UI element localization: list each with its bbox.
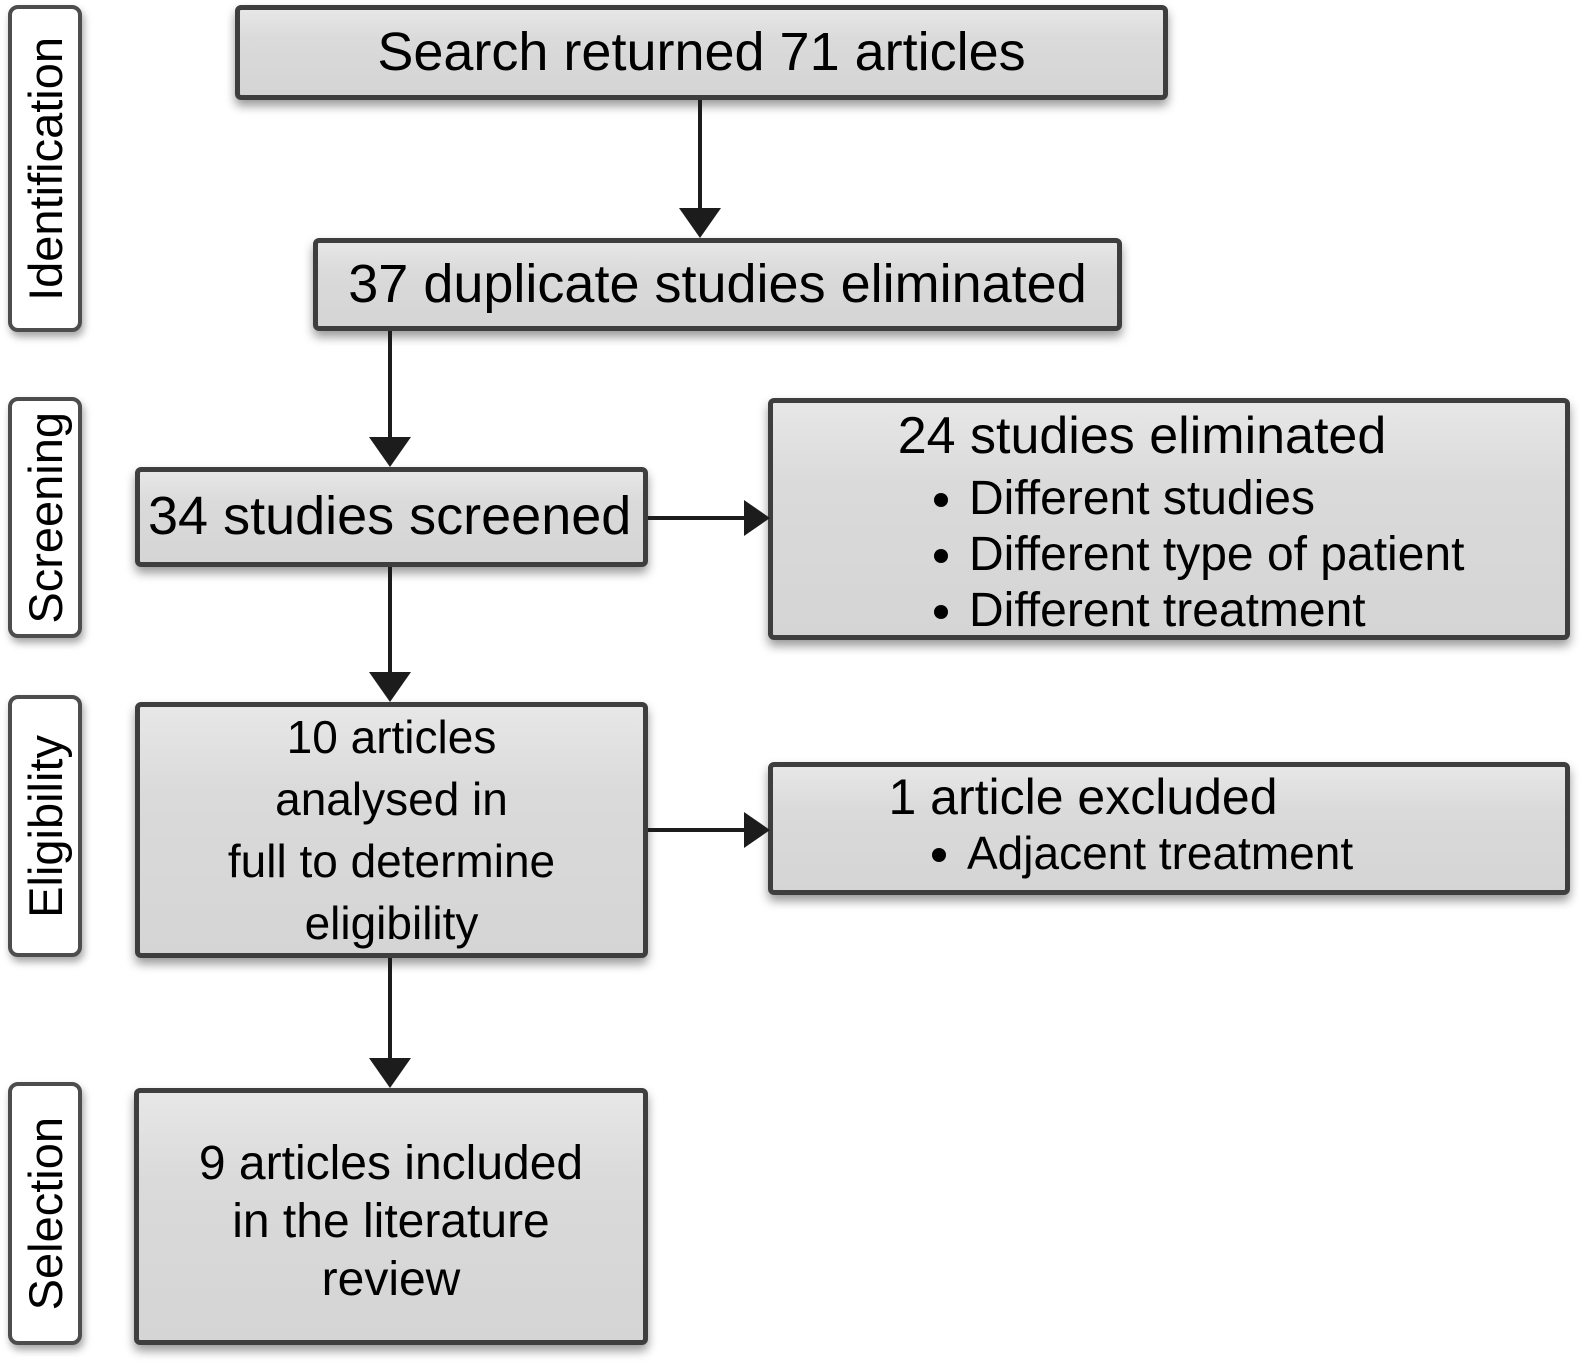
box-studies-screened: 34 studies screened: [135, 467, 648, 567]
arrow-right-icon: [744, 812, 770, 848]
box-articles-included-line: 9 articles included: [198, 1136, 584, 1190]
box-articles-included-line: review: [321, 1252, 461, 1306]
arrow-down-icon: [679, 208, 721, 238]
arrow-right-icon: [744, 500, 770, 536]
stage-label-selection-text: Selection: [18, 1116, 72, 1311]
box-duplicates-eliminated-text: 37 duplicate studies eliminated: [348, 253, 1087, 314]
stage-label-eligibility-text: Eligibility: [18, 734, 72, 918]
box-articles-analysed-line: full to determine: [227, 835, 556, 887]
arrow-duplicates-to-screened-line: [388, 331, 392, 439]
box-articles-included-line: in the literature: [232, 1194, 550, 1248]
box-duplicates-eliminated: 37 duplicate studies eliminated: [313, 238, 1122, 331]
box-search-returned-text: Search returned 71 articles: [377, 21, 1026, 82]
box-studies-eliminated: 24 studies eliminated Different studies …: [768, 398, 1570, 640]
arrow-down-icon: [369, 672, 411, 702]
bullet-item: Adjacent treatment: [967, 825, 1565, 881]
arrow-analysed-to-excluded-line: [648, 828, 746, 832]
stage-label-identification-text: Identification: [18, 36, 72, 301]
bullet-item: Different treatment: [969, 583, 1565, 639]
stage-label-screening: Screening: [8, 397, 82, 638]
stage-label-screening-text: Screening: [18, 411, 72, 624]
box-articles-analysed-line: eligibility: [304, 897, 479, 949]
box-search-returned: Search returned 71 articles: [235, 5, 1168, 100]
arrow-screened-to-analysed-line: [388, 567, 392, 674]
box-studies-eliminated-title: 24 studies eliminated: [897, 407, 1387, 465]
arrow-analysed-to-included-line: [388, 958, 392, 1060]
studies-eliminated-bullet-list: Different studies Different type of pati…: [939, 471, 1565, 639]
box-article-excluded-title: 1 article excluded: [888, 769, 1278, 825]
arrow-search-to-duplicates-line: [698, 100, 702, 210]
arrow-down-icon: [369, 1058, 411, 1088]
arrow-screened-to-eliminated-line: [648, 516, 746, 520]
arrow-down-icon: [369, 437, 411, 467]
bullet-item: Different studies: [969, 471, 1565, 527]
stage-label-eligibility: Eligibility: [8, 695, 82, 957]
article-excluded-bullet-list: Adjacent treatment: [937, 825, 1565, 881]
box-articles-included: 9 articles included in the literature re…: [134, 1088, 648, 1345]
box-article-excluded: 1 article excluded Adjacent treatment: [768, 762, 1570, 895]
stage-label-identification: Identification: [8, 5, 82, 332]
box-articles-analysed: 10 articles analysed in full to determin…: [135, 702, 648, 958]
box-studies-screened-text: 34 studies screened: [148, 486, 632, 547]
bullet-item: Different type of patient: [969, 527, 1565, 583]
box-articles-analysed-line: 10 articles: [286, 711, 497, 763]
stage-label-selection: Selection: [8, 1082, 82, 1345]
box-articles-analysed-line: analysed in: [275, 773, 508, 825]
